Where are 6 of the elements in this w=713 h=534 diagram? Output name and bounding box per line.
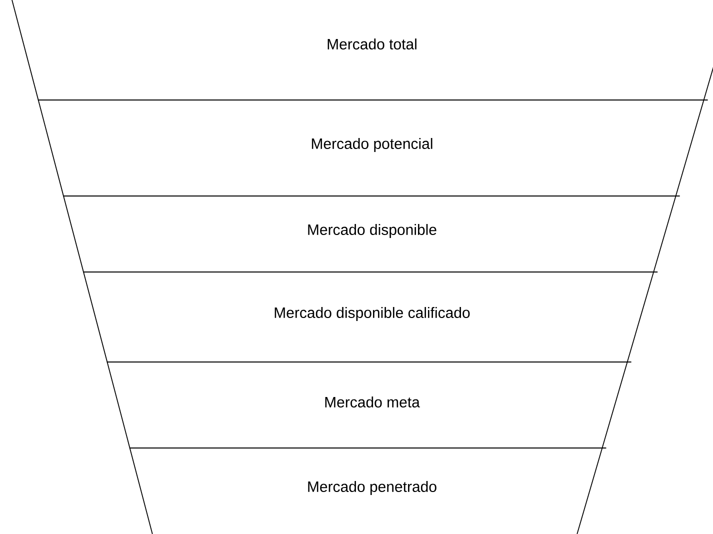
funnel-band: Mercado meta [106,362,628,448]
funnel-band: Mercado disponible calificado [83,272,654,362]
funnel-band: Mercado disponible [63,196,676,272]
funnel-band: Mercado potencial [38,100,704,196]
funnel-band: Mercado total [12,0,713,100]
funnel-band: Mercado penetrado [129,448,603,534]
